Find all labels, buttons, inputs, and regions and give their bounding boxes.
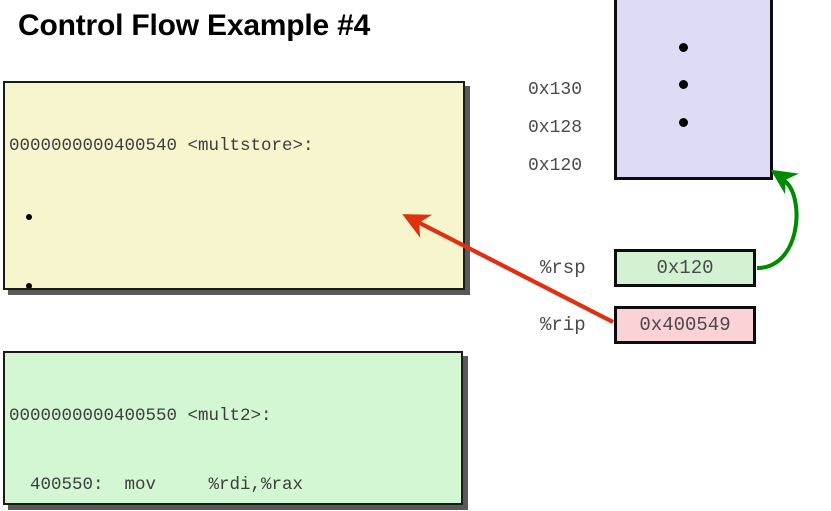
code-line: 0000000000400540 <multstore>: (9, 136, 314, 156)
register-value-rip: 0x400549 (614, 306, 756, 344)
register-label-rsp: %rsp (540, 257, 586, 279)
register-label-rip: %rip (540, 314, 586, 336)
code-block-mult2: 0000000000400550 <mult2>: 400550: mov %r… (3, 351, 463, 505)
code-line: 0000000000400550 <mult2>: (9, 406, 272, 426)
code-line: 400550: mov %rdi,%rax (9, 475, 304, 495)
register-value-rsp: 0x120 (614, 249, 756, 287)
code-block-multstore: 0000000000400540 <multstore>: 400544: ca… (3, 81, 465, 290)
code-line-ellipsis-dot (9, 204, 463, 227)
rsp-to-stack-arrow (756, 169, 799, 270)
stack-ellipsis-dot (679, 118, 688, 127)
page-title: Control Flow Example #4 (18, 9, 371, 42)
stack-address-label-0x120: 0x120 (528, 156, 583, 176)
stack-ellipsis-dot (679, 80, 688, 89)
code-line-ellipsis-dot (9, 273, 463, 288)
stack-ellipsis-dot (679, 43, 688, 52)
stack-address-label-0x128: 0x128 (528, 118, 583, 138)
stack-address-label-0x130: 0x130 (528, 80, 583, 100)
stack-frame-box (614, 0, 773, 180)
